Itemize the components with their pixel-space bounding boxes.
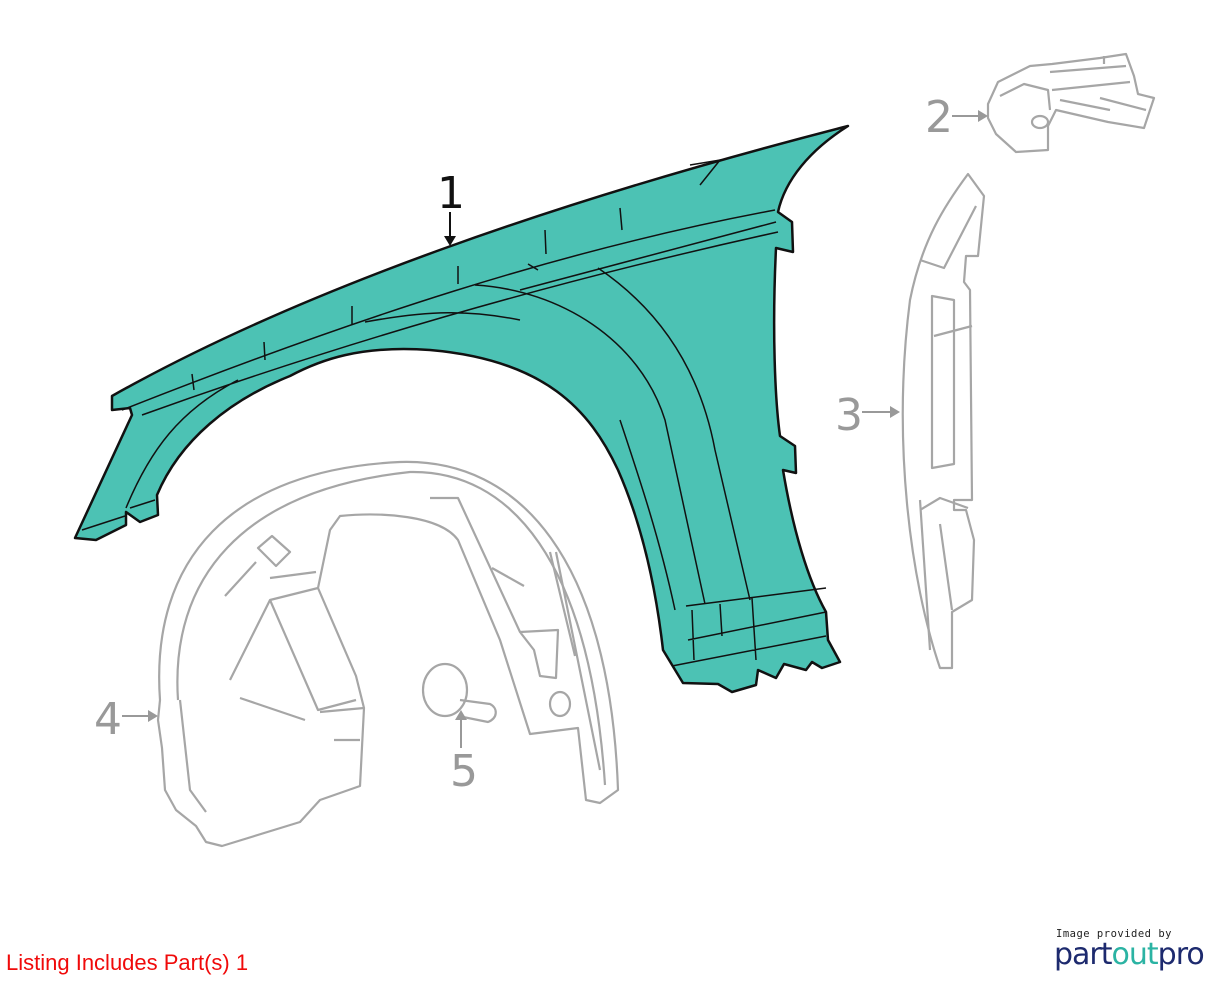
callout-3: 3: [835, 390, 900, 441]
partoutpro-credit: Image provided by partoutpro: [1054, 928, 1214, 970]
svg-text:3: 3: [835, 390, 863, 441]
part-4-fender-liner[interactable]: [156, 460, 620, 848]
logo-out: out: [1111, 937, 1159, 972]
svg-text:1: 1: [437, 168, 465, 219]
listing-includes-text: Listing Includes Part(s) 1: [6, 950, 249, 975]
part-1-fender[interactable]: [73, 124, 850, 694]
partoutpro-logo: partoutpro: [1054, 940, 1214, 970]
image-credit-text: Image provided by: [1056, 928, 1172, 940]
callout-5: 5: [450, 710, 478, 797]
callout-4: 4: [94, 694, 158, 745]
callout-2: 2: [925, 92, 988, 143]
svg-text:2: 2: [925, 92, 953, 143]
part-5-clip[interactable]: [421, 662, 497, 724]
callout-1: 1: [437, 168, 465, 246]
part-3-side-panel[interactable]: [901, 172, 986, 670]
svg-text:4: 4: [94, 694, 122, 745]
part-2-bracket[interactable]: [986, 52, 1156, 154]
svg-text:5: 5: [450, 746, 478, 797]
logo-part: part: [1054, 937, 1113, 972]
logo-pro: pro: [1157, 937, 1205, 972]
